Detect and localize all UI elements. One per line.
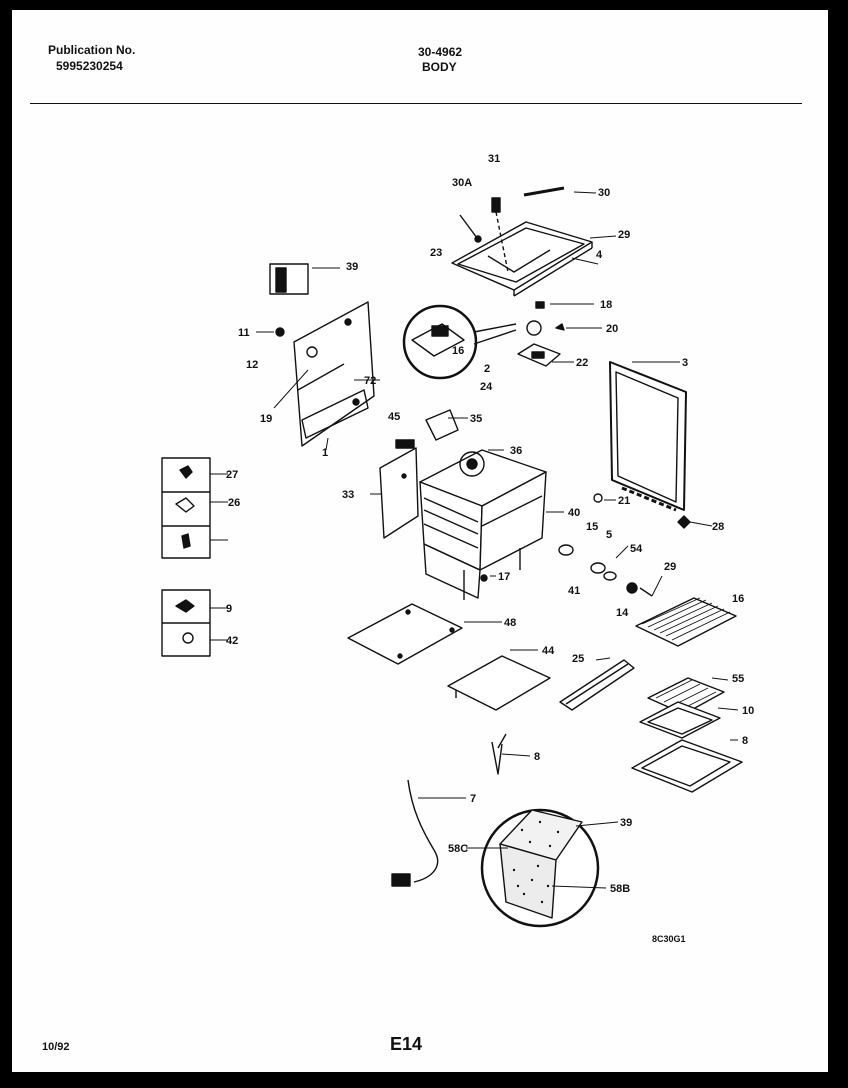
callout-label: 15 xyxy=(586,521,598,533)
callout-label: 3 xyxy=(682,357,688,369)
parts-diagram-page: Publication No. 5995230254 30-4962 BODY xyxy=(12,10,828,1072)
callout-label: 5 xyxy=(606,529,612,541)
callout-label: 21 xyxy=(618,495,630,507)
header-divider xyxy=(30,103,802,104)
callout-label: 40 xyxy=(568,507,580,519)
publication-number: 5995230254 xyxy=(56,59,123,73)
callout-label: 28 xyxy=(712,521,724,533)
callout-label: 48 xyxy=(504,617,516,629)
section-title: BODY xyxy=(422,60,457,74)
callout-label: 27 xyxy=(226,469,238,481)
callout-label: 8 xyxy=(534,751,540,763)
callout-label: 30 xyxy=(598,187,610,199)
callout-label: 7 xyxy=(470,793,476,805)
callout-label: 4 xyxy=(596,249,603,261)
callout-label: 10 xyxy=(742,705,754,717)
callout-label: 31 xyxy=(488,153,500,165)
callout-label: 25 xyxy=(572,653,584,665)
callout-label: 26 xyxy=(228,497,240,509)
power-cord xyxy=(391,779,439,887)
callout-label: 16 xyxy=(732,593,744,605)
revision-date: 10/92 xyxy=(42,1041,70,1053)
callout-label: 22 xyxy=(576,357,588,369)
drip-tray xyxy=(631,739,743,793)
callout-label: 29 xyxy=(618,229,630,241)
callout-label: 36 xyxy=(510,445,522,457)
insulation-inset xyxy=(480,808,600,928)
cooktop-panel xyxy=(451,221,593,297)
leader-lines xyxy=(210,191,739,889)
callout-label: 39 xyxy=(346,261,358,273)
callout-label: 72 xyxy=(364,375,376,387)
callout-label: 45 xyxy=(388,411,400,423)
door-liner xyxy=(379,439,419,539)
detail-inset xyxy=(402,304,542,380)
broiler-strip xyxy=(559,659,635,711)
callout-label: 20 xyxy=(606,323,618,335)
top-fasteners xyxy=(459,186,565,273)
hardware-box-1 xyxy=(161,457,211,559)
callout-label: 1 xyxy=(322,447,328,459)
broiler-pan xyxy=(639,701,721,739)
callout-label: 30A xyxy=(452,177,472,189)
callout-label: 9 xyxy=(226,603,232,615)
callout-label: 33 xyxy=(342,489,354,501)
callout-label: 42 xyxy=(226,635,238,647)
back-panel xyxy=(293,301,375,447)
callout-label: 17 xyxy=(498,571,510,583)
hinge-bracket xyxy=(517,343,561,367)
callout-label: 54 xyxy=(630,543,643,555)
callout-label: 8 xyxy=(742,735,748,747)
oven-rack xyxy=(635,597,737,647)
callout-label: 44 xyxy=(542,645,555,657)
callout-label: 39 xyxy=(620,817,632,829)
exploded-view-drawing: 3130A30394292318112012162227232419453513… xyxy=(161,153,754,928)
callout-label: 55 xyxy=(732,673,744,685)
callout-label: 14 xyxy=(616,607,629,619)
callout-label: 58B xyxy=(610,883,630,895)
callout-label: 2 xyxy=(484,363,490,375)
callout-label: 11 xyxy=(238,327,250,339)
side-panel xyxy=(609,361,687,512)
callout-label: 19 xyxy=(260,413,272,425)
callout-label: 16 xyxy=(452,345,464,357)
callout-label: 12 xyxy=(246,359,258,371)
callout-label: 24 xyxy=(480,381,493,393)
page-code: E14 xyxy=(390,1034,423,1054)
part-group-number: 30-4962 xyxy=(418,45,463,59)
callout-label: 35 xyxy=(470,413,482,425)
bottom-panel xyxy=(347,603,463,665)
drawer-panel xyxy=(447,655,551,711)
callout-label: 58C xyxy=(448,843,468,855)
publication-label: Publication No. xyxy=(48,43,136,57)
callout-label: 41 xyxy=(568,585,580,597)
back-bracket xyxy=(269,263,309,295)
hardware-box-2 xyxy=(161,589,211,657)
oven-body xyxy=(419,409,547,600)
callout-label: 18 xyxy=(600,299,612,311)
drawing-code: 8C30G1 xyxy=(652,934,686,944)
callout-label: 23 xyxy=(430,247,442,259)
callout-label: 29 xyxy=(664,561,676,573)
anti-tip-bracket xyxy=(491,733,507,775)
